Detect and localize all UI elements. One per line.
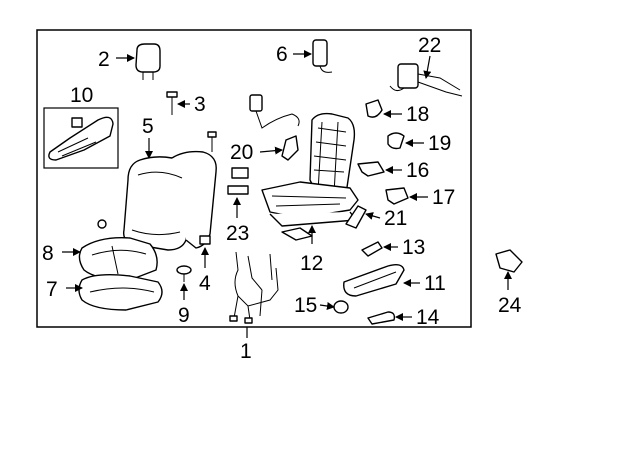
callout-1: 1 [240, 340, 252, 363]
assembly-frame [36, 29, 472, 328]
callout-14: 14 [416, 306, 440, 329]
callout-9: 9 [178, 304, 190, 327]
wire-harness-part [229, 251, 279, 324]
callout-5: 5 [142, 115, 154, 138]
callout-23: 23 [226, 222, 249, 245]
callout-2: 2 [98, 48, 110, 71]
leader-21 [365, 212, 381, 220]
control-unit-part [389, 63, 463, 97]
bracket-21-part [345, 205, 367, 229]
leader-22 [423, 55, 432, 79]
callout-17: 17 [432, 186, 455, 209]
side-cover-11-part [343, 263, 405, 297]
callout-8: 8 [42, 242, 54, 265]
callout-13: 13 [402, 236, 425, 259]
callout-18: 18 [406, 103, 429, 126]
bracket-17-part [385, 187, 409, 205]
bracket-16-part [357, 161, 385, 177]
callout-15: 15 [294, 294, 317, 317]
bracket-20-part [281, 135, 299, 161]
seat-frame-part [261, 112, 359, 241]
back-bolt-part [207, 131, 217, 152]
cover-19-part [387, 132, 405, 150]
knob-15-part [333, 300, 349, 314]
cushion-pad-part [78, 219, 158, 281]
inset-box-10 [43, 107, 119, 169]
cover-13-part [361, 241, 383, 257]
callout-11: 11 [424, 272, 446, 295]
callout-4: 4 [199, 272, 211, 295]
airbag-module-part [312, 39, 333, 73]
cushion-cover-part [78, 273, 163, 311]
cover-18-part [365, 99, 383, 118]
callout-10: 10 [70, 84, 93, 107]
switch-23-part [227, 167, 249, 195]
callout-7: 7 [46, 278, 58, 301]
bracket-24-part [495, 249, 523, 273]
side-shield-part [48, 116, 114, 161]
callout-19: 19 [428, 132, 451, 155]
headrest-guide-part [166, 91, 178, 115]
leader-15 [319, 302, 335, 310]
leader-20 [259, 146, 283, 155]
belt-buckle-part [249, 94, 300, 129]
callout-16: 16 [406, 159, 429, 182]
callout-12: 12 [300, 252, 323, 275]
callout-24: 24 [498, 294, 522, 317]
clip-part [176, 265, 192, 282]
callout-21: 21 [384, 207, 407, 230]
callout-6: 6 [276, 43, 288, 66]
lever-14-part [367, 311, 396, 325]
callout-22: 22 [418, 34, 441, 57]
callout-20: 20 [230, 141, 253, 164]
headrest-part [135, 43, 161, 80]
seat-back-part [122, 150, 217, 251]
callout-3: 3 [194, 93, 206, 116]
